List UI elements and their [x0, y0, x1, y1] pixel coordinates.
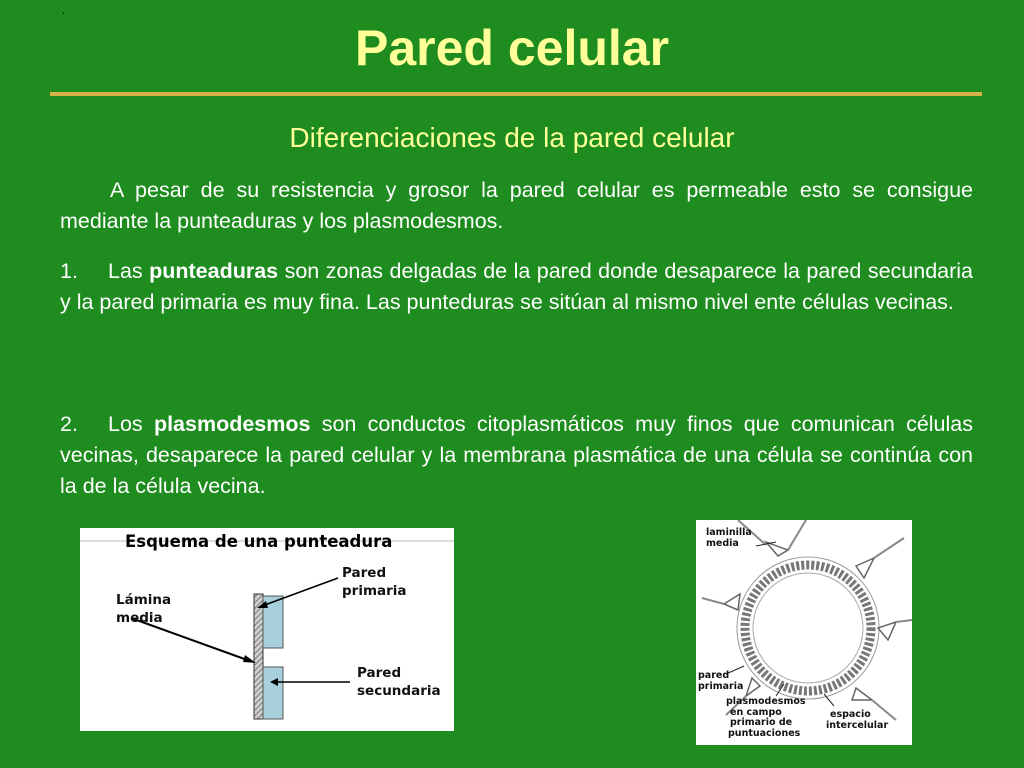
- label-line: en campo: [730, 706, 782, 718]
- label-line: media: [116, 610, 163, 626]
- label-line: primaria: [342, 583, 407, 599]
- item-text: son zonas delgadas de la pared donde des…: [60, 259, 973, 314]
- label-plasmodesmos: plasmodesmos en campo primario de puntua…: [726, 696, 806, 739]
- primaria-arrow-head: [257, 601, 268, 608]
- label-line: primaria: [698, 680, 744, 692]
- term-punteaduras: punteaduras: [149, 259, 279, 283]
- secundaria-arrow-head: [270, 678, 278, 686]
- cell-sketch: [701, 520, 912, 721]
- pointer-espacio: [823, 693, 835, 707]
- pointer-laminilla: [755, 541, 777, 547]
- label-line: Pared: [357, 665, 402, 681]
- lamina-arrow-head: [243, 655, 256, 663]
- plasmodesmos-diagram: laminilla media pared primaria plasmodes…: [696, 520, 912, 745]
- item-number: 2.: [60, 412, 78, 436]
- intercellular-space: [850, 686, 875, 701]
- label-laminilla-media: laminilla media: [706, 527, 752, 549]
- intro-paragraph: A pesar de su resistencia y grosor la pa…: [60, 178, 973, 233]
- label-line: puntuaciones: [728, 727, 801, 739]
- label-pared-primaria-small: pared primaria: [698, 670, 744, 692]
- label-line: Lámina: [116, 592, 172, 608]
- label-pared-primaria: Pared primaria: [342, 564, 407, 600]
- neighbor-wall: [737, 520, 767, 546]
- pointer-plasmodesmos: [775, 683, 785, 697]
- item-text: son conductos citoplasmáticos muy finos …: [60, 412, 973, 498]
- intercellular-space: [722, 592, 741, 612]
- slide-title: Pared celular: [354, 20, 670, 76]
- label-line: pared: [698, 670, 730, 681]
- punteadura-diagram: Esquema de una punteadura Lámina media P…: [80, 528, 454, 731]
- cell-outer-edge: [736, 556, 880, 700]
- primaria-arrow-line: [261, 577, 339, 607]
- intercellular-space: [763, 540, 790, 557]
- neighbor-wall: [725, 695, 747, 716]
- intercellular-space: [876, 620, 898, 642]
- item-lead: Las: [108, 259, 150, 283]
- label-pared-secundaria: Pared secundaria: [357, 664, 441, 700]
- corner-dot: .: [62, 3, 66, 17]
- label-espacio-intercelular: espacio intercelular: [826, 709, 889, 731]
- label-line: primario de: [730, 717, 793, 728]
- neighbor-wall: [871, 699, 897, 721]
- label-lamina-media: Lámina media: [116, 591, 171, 627]
- item-punteaduras: 1. Las punteaduras son zonas delgadas de …: [60, 256, 973, 318]
- neighbor-wall: [895, 619, 912, 623]
- label-line: laminilla: [706, 527, 752, 538]
- label-line: espacio: [830, 709, 871, 720]
- label-line: secundaria: [357, 683, 441, 699]
- punteadura-diagram-title: Esquema de una punteadura: [125, 532, 393, 551]
- punteadura-drawing: [80, 540, 454, 720]
- neighbor-wall: [873, 537, 905, 559]
- slide-subtitle: Diferenciaciones de la pared celular: [289, 122, 735, 153]
- label-line: intercelular: [826, 719, 889, 731]
- lamina-media-layer: [253, 593, 264, 720]
- intercellular-space: [854, 556, 876, 580]
- cell-wall-ring: [740, 560, 876, 696]
- label-line: Pared: [342, 565, 387, 581]
- pointer-pared: [725, 665, 745, 675]
- item-number: 1.: [60, 259, 78, 283]
- intercellular-space: [744, 676, 762, 698]
- label-line: plasmodesmos: [726, 696, 806, 707]
- neighbor-wall: [787, 520, 807, 551]
- term-plasmodesmos: plasmodesmos: [153, 412, 311, 436]
- upper-wall-block: [262, 595, 284, 649]
- cell-inner-edge: [752, 572, 864, 684]
- item-lead: Los: [108, 412, 154, 436]
- lower-wall-block: [262, 666, 284, 720]
- neighbor-wall: [701, 597, 725, 605]
- item-plasmodesmos: 2. Los plasmodesmos son conductos citopla…: [60, 409, 973, 502]
- title-divider: [50, 92, 982, 96]
- label-line: media: [706, 537, 739, 549]
- lamina-arrow-line: [130, 617, 251, 662]
